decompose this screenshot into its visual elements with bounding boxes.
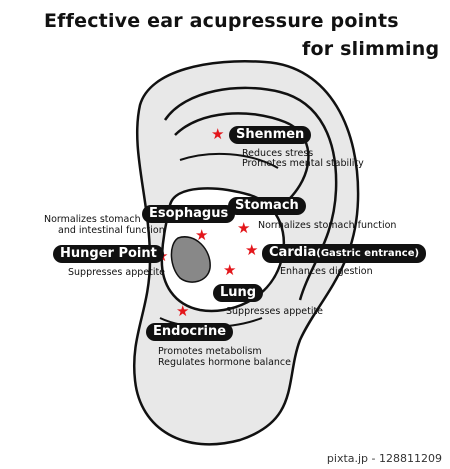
stomach-desc: Normalizes stomach function bbox=[258, 220, 397, 231]
cardia-label-sub: (Gastric entrance) bbox=[316, 248, 420, 259]
shenmen-desc-2: Promotes mental stability bbox=[242, 158, 364, 169]
hunger-point-label: Hunger Point bbox=[53, 245, 164, 263]
shenmen-star-icon: ★ bbox=[211, 125, 225, 143]
endocrine-desc-2: Regulates hormone balance bbox=[158, 357, 291, 368]
image-credit: pixta.jp - 128811209 bbox=[326, 452, 442, 465]
antihelix-crus bbox=[179, 152, 279, 169]
endocrine-desc-1: Promotes metabolism bbox=[158, 346, 262, 357]
endocrine-star-icon: ★ bbox=[176, 302, 190, 320]
hunger-point-desc: Suppresses appetite bbox=[68, 267, 166, 278]
endocrine-label: Endocrine bbox=[146, 323, 234, 341]
lung-star-icon: ★ bbox=[223, 261, 237, 279]
cardia-label-main: Cardia bbox=[269, 245, 317, 260]
esophagus-label: Esophagus bbox=[142, 205, 236, 223]
shenmen-label: Shenmen bbox=[229, 126, 312, 144]
title-line-1: Effective ear acupressure points bbox=[44, 10, 399, 32]
lung-label: Lung bbox=[213, 284, 264, 302]
cardia-star-icon: ★ bbox=[245, 241, 259, 259]
shenmen-desc-1: Reduces stress bbox=[242, 148, 314, 159]
esophagus-desc-2: and intestinal function bbox=[58, 225, 165, 236]
cardia-label: Cardia(Gastric entrance) bbox=[262, 244, 427, 263]
cardia-desc: Enhances digestion bbox=[280, 266, 373, 277]
stomach-label: Stomach bbox=[228, 197, 306, 215]
esophagus-star-icon: ★ bbox=[195, 226, 209, 244]
lung-desc: Suppresses appetite bbox=[226, 306, 324, 317]
stomach-star-icon: ★ bbox=[237, 219, 251, 237]
esophagus-desc-1: Normalizes stomach bbox=[44, 214, 141, 225]
title-line-2: for slimming bbox=[302, 38, 440, 60]
ear-canal bbox=[170, 236, 211, 283]
